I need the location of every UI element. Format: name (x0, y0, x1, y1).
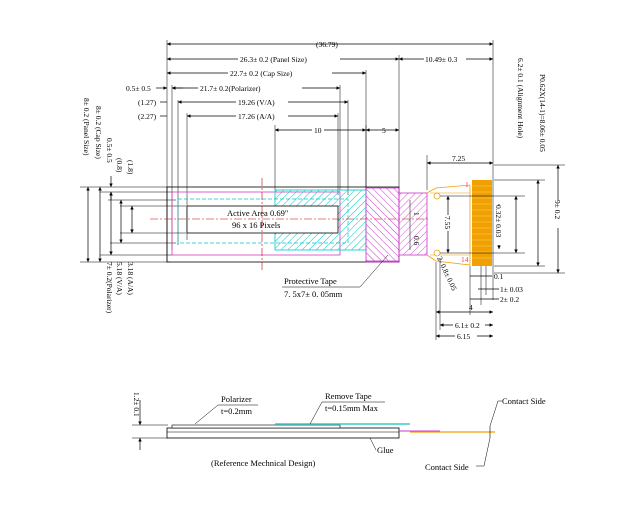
fpc-tail (426, 184, 471, 266)
dim-alignment-hole: 6.2± 0.1 (Alignment Hole) (516, 58, 525, 139)
alignment-hole-bottom (433, 249, 441, 257)
dim-thickness: 1.2± 0.1 (132, 392, 141, 417)
protective-tape-size: 7. 5x7± 0. 05mm (284, 289, 343, 299)
side-glass (166, 427, 400, 439)
panel-front-view: Active Area 0.69" 96 x 16 Pixels 1 0.6 2… (150, 178, 492, 299)
dim-five: 5 (382, 126, 386, 135)
active-area-label: Active Area 0.69" (227, 208, 288, 218)
dim-va-width: 19.26 (V/A) (238, 98, 275, 107)
dim-va-offset: (1.27) (138, 98, 157, 107)
dim-panel-size: 26.3± 0.2 (Panel Size) (240, 55, 307, 64)
dim-left-polarizer: 7± 0.2(Polarizer) (105, 262, 114, 314)
glue-label: Glue (377, 445, 394, 455)
dim-left-va-offset: (0.8) (115, 158, 124, 173)
dim-four: 4 (469, 303, 473, 312)
contact-pins (472, 185, 492, 259)
dim-cap-size: 22.7± 0.2 (Cap Size) (230, 69, 293, 78)
dim-tail-offset: 7.25 (452, 154, 465, 163)
dim-zero-one: 0.1 (494, 272, 504, 281)
dim-top-edge: 0.5± 0.5 (126, 84, 151, 93)
dim-pitch: P0.62X(14-1)=8.06± 0.05 (538, 74, 547, 152)
right-dimensions: P0.62X(14-1)=8.06± 0.05 6.2± 0.1 (Alignm… (426, 58, 565, 341)
dim-755: 7.55 (443, 216, 452, 229)
side-view: 1.2± 0.1 Polarizer t=0.2mm Remove Tape t… (132, 391, 546, 472)
dim-polarizer-width: 21.7± 0.2(Polarizer) (200, 84, 261, 93)
left-dimensions: 8± 0.2 (Panel Size) 8± 0.2 (Cap Size) 0.… (80, 98, 186, 314)
pin-label-last: 14 (461, 255, 469, 264)
dim-fpc-length: 10.49± 0.3 (425, 55, 457, 64)
dim-zero-six: 0.6 (412, 236, 421, 246)
dim-radius: 2- 0.8± 0.05 (435, 255, 459, 292)
dim-six-one: 6.1± 0.2 (455, 321, 480, 330)
dim-two: 2± 0.2 (500, 295, 519, 304)
dim-pin-width: 0.32± 0.03 (494, 205, 503, 237)
side-polarizer-thickness: t=0.2mm (221, 406, 252, 416)
top-dimensions: (36.79) 26.3± 0.2 (Panel Size) 10.49± 0.… (126, 40, 494, 300)
dim-one: 1± 0.03 (500, 285, 523, 294)
fpc-bond-area (398, 192, 428, 256)
dim-left-aa-offset: (1.8) (126, 160, 135, 175)
dim-left-cap: 8± 0.2 (Cap Size) (94, 106, 103, 159)
dim-aa-width: 17.26 (A/A) (238, 112, 275, 121)
dim-left-edge: 0.5± 0.5 (105, 138, 114, 163)
side-polarizer-label: Polarizer (221, 394, 252, 404)
dim-left-va: 5.18 (V/A) (115, 262, 124, 295)
dim-left-aa: 3.18 (A/A) (126, 262, 135, 295)
alignment-hole-top (433, 192, 441, 200)
dim-overall: (36.79) (316, 40, 338, 49)
side-polarizer (171, 424, 341, 429)
dim-ten: 10 (314, 126, 322, 135)
dim-one-small: 1 (412, 212, 421, 216)
contact-pad (472, 180, 492, 266)
active-area-outline (186, 205, 339, 234)
remove-tape-label: Remove Tape (325, 391, 372, 401)
dim-left-panel: 8± 0.2 (Panel Size) (82, 98, 91, 156)
protective-tape-label: Protective Tape (284, 276, 337, 286)
driver-ic-area (365, 187, 400, 262)
contact-side-bottom: Contact Side (425, 462, 469, 472)
contact-side-top: Contact Side (502, 396, 546, 406)
active-area-pixels: 96 x 16 Pixels (232, 220, 280, 230)
reference-caption: (Reference Mechnical Design) (211, 458, 315, 468)
pin-label-first: 1 (465, 180, 469, 189)
dim-six-fifteen: 6.15 (457, 332, 470, 341)
dim-aa-offset: (2.27) (138, 112, 157, 121)
remove-tape-thickness: t=0.15mm Max (325, 403, 379, 413)
dim-fpc-width: 9± 0.2 (553, 200, 562, 219)
